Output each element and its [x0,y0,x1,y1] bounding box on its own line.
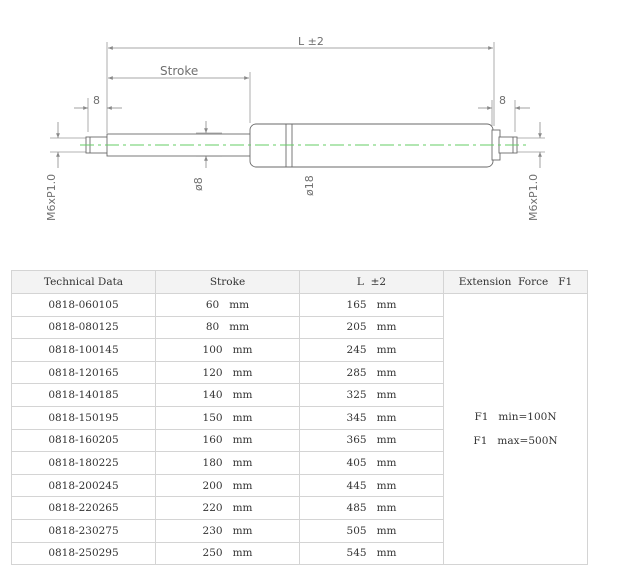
force-min-value: F1 min=100N [474,411,557,424]
cell-part-number: 0818-160205 [11,428,156,453]
cell-stroke: 80 mm [155,315,300,340]
cell-extension-force: F1 min=100N F1 max=500N [443,292,588,566]
cell-length: 165 mm [299,293,444,317]
cell-part-number: 0818-150195 [11,405,156,430]
cell-stroke: 100 mm [155,338,300,362]
cell-stroke: 200 mm [155,473,300,498]
header-technical-data: Technical Data [11,270,156,294]
header-stroke: Stroke [155,270,300,294]
table-header-row: Technical Data Stroke L ±2 Extension For… [11,270,588,294]
right-end-dim-label: 8 [499,94,506,107]
header-extension-force: Extension Force F1 [443,270,588,294]
cell-part-number: 0818-060105 [11,293,156,317]
cell-length: 205 mm [299,315,444,340]
cell-length: 485 mm [299,496,444,520]
right-thread-label: M6xP1.0 [527,174,540,221]
cell-length: 245 mm [299,338,444,362]
cell-stroke: 230 mm [155,518,300,543]
cell-length: 405 mm [299,451,444,475]
cell-part-number: 0818-100145 [11,338,156,362]
cell-stroke: 60 mm [155,293,300,317]
overall-length-label: L ±2 [298,35,324,48]
cell-part-number: 0818-120165 [11,360,156,385]
left-end-dim-label: 8 [93,94,100,107]
cell-part-number: 0818-250295 [11,541,156,566]
cell-length: 325 mm [299,383,444,407]
cell-stroke: 180 mm [155,451,300,475]
cell-stroke: 120 mm [155,360,300,385]
cell-part-number: 0818-180225 [11,451,156,475]
cell-part-number: 0818-140185 [11,383,156,407]
cell-length: 445 mm [299,473,444,498]
cell-length: 365 mm [299,428,444,453]
cell-part-number: 0818-080125 [11,315,156,340]
specification-table: Technical Data Stroke L ±2 Extension For… [11,270,588,566]
cell-length: 545 mm [299,541,444,566]
cell-length: 345 mm [299,405,444,430]
cell-length: 285 mm [299,360,444,385]
gas-spring-drawing: L ±2 Stroke 8 8 ø8 ø18 M6xP1.0 M6xP1.0 [45,35,545,221]
tube-diameter-label: ø18 [303,175,316,196]
left-thread-label: M6xP1.0 [45,174,58,221]
rod-diameter-label: ø8 [192,177,205,191]
stroke-label: Stroke [160,64,198,78]
cell-stroke: 250 mm [155,541,300,566]
cell-length: 505 mm [299,518,444,543]
cell-stroke: 140 mm [155,383,300,407]
cell-part-number: 0818-200245 [11,473,156,498]
cell-part-number: 0818-230275 [11,518,156,543]
header-length: L ±2 [299,270,444,294]
cell-part-number: 0818-220265 [11,496,156,520]
piston-rod [106,133,252,157]
cell-stroke: 220 mm [155,496,300,520]
cell-stroke: 150 mm [155,405,300,430]
cell-stroke: 160 mm [155,428,300,453]
force-max-value: F1 max=500N [473,435,558,448]
